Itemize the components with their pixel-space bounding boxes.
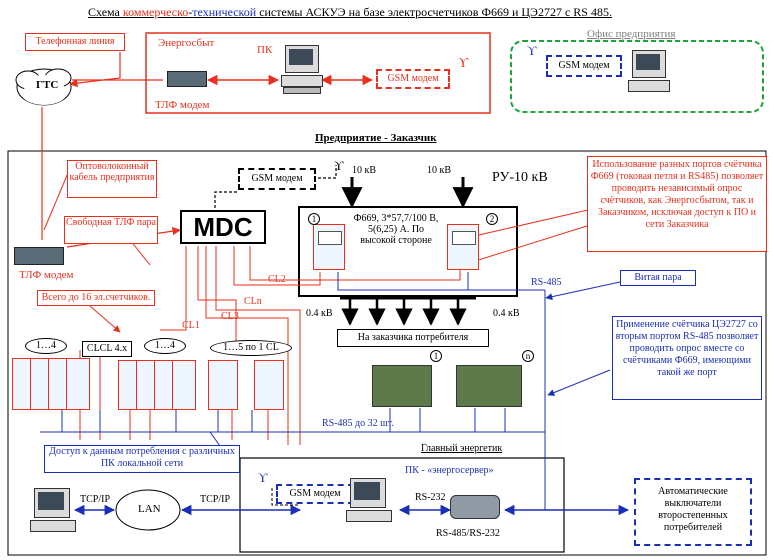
gts-cloud: [15, 68, 72, 106]
access-note: Доступ к данным потребления с различных …: [44, 445, 240, 473]
mdc-box: MDC: [180, 210, 266, 244]
ce-number-1: 1: [430, 350, 442, 362]
rs485-232-label: RS-485/RS-232: [436, 528, 500, 539]
meter1-icon: [313, 224, 345, 270]
meter-description: Ф669, 3*57,7/100 В, 5(6,25) А. По высоко…: [353, 213, 439, 246]
tcpip-right: TCP/IP: [200, 494, 231, 505]
antenna-top-icon: ϒ: [458, 56, 469, 71]
chief-label: Главный энергетик: [421, 443, 503, 454]
phone-line-label: Телефонная линия: [25, 33, 125, 51]
ce2727-group1-icon: [372, 365, 432, 407]
tcpip-left: TCP/IP: [80, 494, 111, 505]
energosbyt-frame: [145, 32, 491, 114]
tlf-modem-top-label: ТЛФ модем: [155, 99, 210, 111]
pc-server-label: ПК - «энергосервер»: [405, 465, 494, 476]
kv04-left: 0.4 кВ: [306, 308, 333, 319]
ru10-frame: [298, 206, 518, 297]
tlf-modem-ent-label: ТЛФ модем: [19, 269, 74, 281]
ce2727-group-n-icon: [456, 365, 522, 407]
page-title: Схема коммерческо-технической системы АС…: [88, 5, 612, 19]
office-label: Офис предприятия: [587, 28, 676, 40]
enterprise-title: Предприятие - Заказчик: [315, 132, 437, 144]
energosbyt-label: Энергосбыт: [158, 37, 215, 49]
cl-group3: 1…5 по 1 CL: [210, 340, 292, 356]
enterprise-frame: [7, 150, 767, 556]
cln-label: CLn: [244, 296, 262, 307]
ports-note: Использование разных портов счётчика Ф66…: [587, 156, 767, 252]
twisted-pair-label: Витая пара: [620, 270, 696, 286]
ce-note: Применение счётчика ЦЭ2727 со вторым пор…: [612, 316, 762, 400]
auto-switch-box: Автоматические выключатели второстепенны…: [634, 478, 752, 546]
gts-label: ГТС: [36, 79, 59, 91]
free-pair-note: Свободная ТЛФ пара: [64, 216, 158, 244]
pc-label: ПК: [257, 44, 273, 56]
meter-group2-icon: [118, 360, 198, 410]
gsm-modem-ent: GSM модем: [238, 168, 316, 190]
cl3-label: CL3: [221, 311, 239, 322]
meter2-number: 2: [486, 213, 498, 225]
gsm-modem-office: GSM модем: [546, 55, 622, 77]
tlf-modem-ent-icon: [14, 247, 64, 265]
cl1-label: CL1: [182, 320, 200, 331]
fiber-note: Оптоволоконный кабель предприятия: [67, 160, 157, 198]
consumer-box: На заказчика потребителя: [337, 329, 489, 347]
gsm-modem-bottom: GSM модем: [276, 484, 354, 504]
meter-group3-icon: [208, 360, 288, 410]
rs485-32-label: RS-485 до 32 шт.: [322, 418, 394, 429]
kv10-right: 10 кВ: [427, 165, 452, 176]
up-to-16-note: Всего до 16 эл.счетчиков.: [37, 290, 155, 306]
cl2-label: CL2: [268, 274, 286, 285]
chief-frame: [239, 457, 565, 553]
rs485-label: RS-485: [531, 277, 562, 288]
kv04-right: 0.4 кВ: [493, 308, 520, 319]
tlf-modem-top-icon: [167, 71, 207, 87]
meter1-number: 1: [308, 213, 320, 225]
pc-lan-icon: [30, 488, 76, 540]
antenna-office-icon: ϒ: [527, 43, 537, 58]
pc-top-icon: [281, 45, 323, 94]
lan-label: LAN: [138, 503, 161, 515]
cl-group1: 1…4: [25, 338, 67, 354]
gsm-modem-top: GSM модем: [376, 69, 450, 89]
converter-icon: [450, 495, 500, 519]
pc-server-icon: [346, 478, 392, 528]
ru10-label: РУ-10 кВ: [492, 170, 548, 185]
office-frame: [510, 40, 764, 113]
kv10-left: 10 кВ: [352, 165, 377, 176]
antenna-bottom-icon: ϒ: [258, 470, 268, 485]
antenna-ent-icon: ϒ: [334, 158, 344, 173]
meter2-icon: [447, 224, 479, 270]
pc-office-icon: [628, 50, 670, 98]
clcl-box: CLCL 4.x: [82, 341, 132, 357]
meter-group1-icon: [12, 358, 92, 410]
rs232-label: RS-232: [415, 492, 446, 503]
cl-group2: 1…4: [144, 338, 186, 354]
ce-number-n: n: [522, 350, 534, 362]
